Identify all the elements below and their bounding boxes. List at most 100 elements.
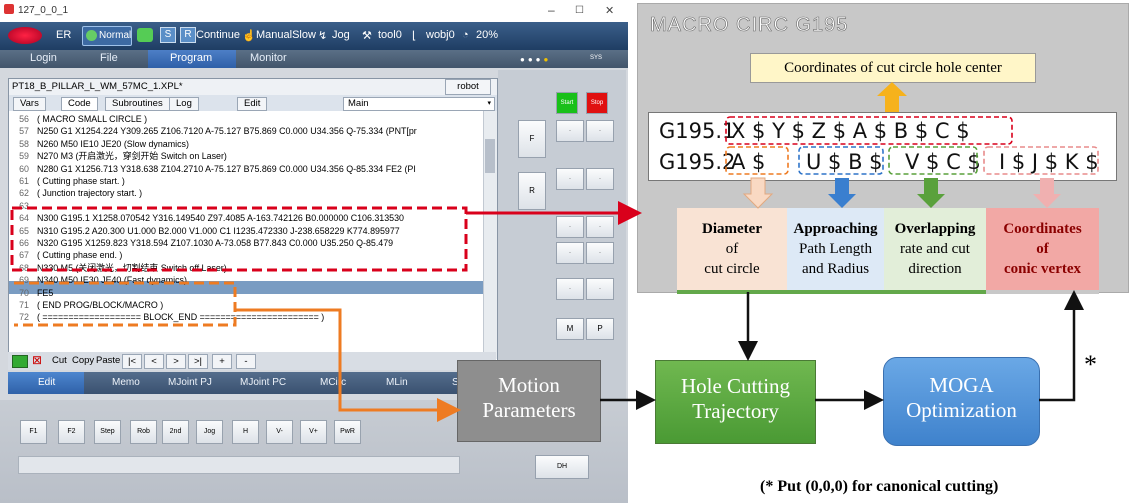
insert-icon[interactable]: [12, 355, 28, 368]
indicator-dots: ●●●●: [520, 55, 552, 64]
code-line[interactable]: 56( MACRO SMALL CIRCLE ): [9, 113, 479, 125]
last-button[interactable]: >|: [188, 354, 208, 369]
code-line[interactable]: 71( END PROG/BLOCK/MACRO ): [9, 299, 479, 311]
tab-mlin[interactable]: MLin: [386, 377, 408, 388]
tab-vars[interactable]: Vars: [13, 97, 46, 111]
f-button[interactable]: F: [518, 120, 546, 158]
tab-edit[interactable]: Edit: [237, 97, 268, 111]
function-key[interactable]: 2nd: [162, 420, 189, 444]
robot-button[interactable]: robot: [445, 79, 491, 95]
code-line[interactable]: 61( Cutting phase start. ): [9, 175, 479, 187]
s-indicator[interactable]: S: [160, 27, 176, 43]
wobj-label[interactable]: wobj0: [426, 29, 455, 41]
function-key[interactable]: Rob: [130, 420, 157, 444]
scroll-thumb[interactable]: [485, 139, 495, 173]
normal-mode-button[interactable]: Normal: [82, 26, 132, 46]
motion-line2: Parameters: [482, 398, 576, 422]
file-name: PT18_B_PILLAR_L_WM_57MC_1.XPL*: [12, 81, 183, 92]
dh-button[interactable]: DH: [535, 455, 589, 479]
tab-code[interactable]: Code: [61, 97, 98, 111]
copy-button[interactable]: Copy: [72, 355, 95, 366]
tab-mjoint-pj[interactable]: MJoint PJ: [168, 377, 212, 388]
minus-button[interactable]: -: [236, 354, 256, 369]
maximize-button[interactable]: ☐: [575, 5, 584, 16]
jog-key[interactable]: ·: [556, 120, 584, 142]
monitor-tab[interactable]: Monitor: [250, 52, 287, 64]
jog-key[interactable]: ·: [586, 168, 614, 190]
first-button[interactable]: |<: [122, 354, 142, 369]
jog-key[interactable]: ·: [556, 168, 584, 190]
paste-button[interactable]: Paste: [96, 355, 121, 366]
cancel-icon[interactable]: ⊠: [32, 353, 43, 367]
control-panel: Start Stop F R M P ··········: [498, 70, 626, 400]
jog-key[interactable]: ·: [556, 278, 584, 300]
tab-mcirc[interactable]: MCirc: [320, 377, 347, 388]
close-button[interactable]: ✕: [605, 5, 615, 17]
jog-label[interactable]: Jog: [332, 29, 350, 41]
stop-button[interactable]: Stop: [586, 92, 608, 114]
moga-optimization-box: MOGA Optimization: [883, 357, 1040, 446]
tab-mjoint-pc[interactable]: MJoint PC: [240, 377, 287, 388]
function-key[interactable]: H: [232, 420, 259, 444]
code-line[interactable]: 67( Cutting phase end. ): [9, 249, 479, 261]
function-key[interactable]: F2: [58, 420, 85, 444]
box-line: Diameter: [702, 221, 762, 237]
tab-edit-instructions[interactable]: Edit: [8, 372, 84, 394]
jog-key[interactable]: ·: [586, 120, 614, 142]
m-button[interactable]: M: [556, 318, 584, 340]
speed-label[interactable]: 20%: [476, 29, 499, 41]
normal-label: Normal: [99, 30, 132, 41]
plus-button[interactable]: +: [212, 354, 232, 369]
blue-down-arrow: [828, 178, 856, 208]
program-tab[interactable]: Program: [148, 50, 236, 68]
line-number: 61: [19, 176, 29, 186]
continue-label[interactable]: Continue: [196, 29, 241, 41]
vertex-dashed-box: [983, 146, 1099, 175]
code-line[interactable]: 62( Junction trajectory start. ): [9, 187, 479, 199]
jog-key[interactable]: ·: [556, 216, 584, 238]
p-button[interactable]: P: [586, 318, 614, 340]
code-line[interactable]: 72( =================== BLOCK_END ======…: [9, 311, 479, 323]
jog-key[interactable]: ·: [556, 242, 584, 264]
tool-label[interactable]: tool0: [378, 29, 402, 41]
function-key[interactable]: V-: [266, 420, 293, 444]
prev-button[interactable]: <: [144, 354, 164, 369]
moga-line1: MOGA: [929, 373, 994, 397]
vertical-scrollbar[interactable]: [483, 111, 497, 359]
line-number: 64: [19, 213, 29, 224]
next-button[interactable]: >: [166, 354, 186, 369]
function-key[interactable]: Step: [94, 420, 121, 444]
tab-memo[interactable]: Memo: [112, 377, 140, 388]
function-key[interactable]: F1: [20, 420, 47, 444]
jog-key[interactable]: ·: [586, 242, 614, 264]
r-indicator[interactable]: R: [180, 27, 196, 43]
instruction-tabs: Memo MJoint PJ MJoint PC MCirc MLin Se: [8, 372, 496, 394]
jog-key[interactable]: ·: [586, 216, 614, 238]
line-text: N250 G1 X1254.224 Y309.265 Z106.7120 A-7…: [37, 126, 417, 137]
function-key[interactable]: PwR: [334, 420, 361, 444]
jog-key[interactable]: ·: [586, 278, 614, 300]
r-button[interactable]: R: [518, 172, 546, 210]
function-key[interactable]: Jog: [196, 420, 223, 444]
login-tab[interactable]: Login: [30, 52, 57, 64]
cut-button[interactable]: Cut: [52, 355, 67, 366]
manual-slow-label[interactable]: ManualSlow: [256, 29, 316, 41]
function-key[interactable]: V+: [300, 420, 327, 444]
minimize-button[interactable]: –: [548, 3, 555, 17]
file-tab[interactable]: File: [100, 52, 118, 64]
main-dropdown[interactable]: Main ▾: [343, 97, 495, 111]
tab-log[interactable]: Log: [169, 97, 199, 111]
start-button[interactable]: Start: [556, 92, 578, 114]
